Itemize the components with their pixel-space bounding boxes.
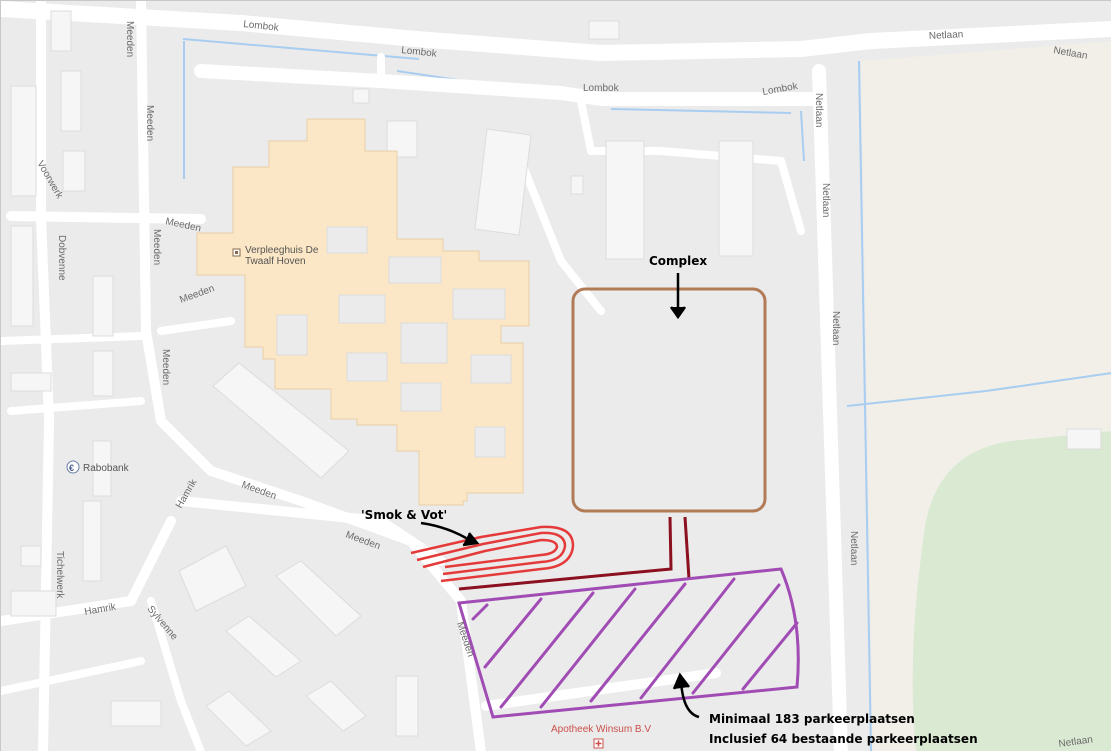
street-label-netlaan: Netlaan <box>813 93 824 127</box>
street-label-lombok: Lombok <box>243 19 281 34</box>
parking-area-hatched <box>457 567 800 719</box>
poi-label-pharmacy: Apotheek Winsum B.V <box>551 724 651 735</box>
poi-care-home[interactable]: Verpleeghuis De Twaalf Hoven <box>232 245 319 267</box>
complex-label: Complex <box>649 254 707 268</box>
complex-access-road <box>458 516 691 591</box>
street-label-netlaan: Netlaan <box>929 29 964 42</box>
poi-pharmacy[interactable]: Apotheek Winsum B.V <box>551 724 651 749</box>
street-label-dobvenne: Dobvenne <box>56 235 67 281</box>
smok-vot-drive-lane <box>410 525 575 583</box>
street-label-lombok: Lombok <box>401 45 439 60</box>
street-label-lombok: Lombok <box>583 83 620 94</box>
street-label-netlaan: Netlaan <box>830 311 841 345</box>
street-label-meeden: Meeden <box>124 21 135 57</box>
smok-vot-label: 'Smok & Vot' <box>361 508 447 522</box>
street-label-netlaan: Netlaan <box>1058 734 1094 750</box>
complex-outline <box>571 287 767 513</box>
care-home-building[interactable] <box>196 118 530 506</box>
poi-label-care-home: Twaalf Hoven <box>245 256 306 267</box>
street-label-netlaan: Netlaan <box>820 183 831 217</box>
parking-label-line2: Inclusief 64 bestaande parkeerplaatsen <box>709 732 978 746</box>
street-label-tichelwerk: Tichelwerk <box>54 551 65 599</box>
annotation-arrows <box>420 273 700 719</box>
svg-text:€: € <box>69 463 74 473</box>
poi-label-care-home: Verpleeghuis De <box>245 245 319 256</box>
poi-label-rabobank: Rabobank <box>83 463 130 474</box>
street-label-netlaan: Netlaan <box>848 531 859 565</box>
poi-rabobank[interactable]: € Rabobank <box>66 460 130 474</box>
parking-label-line1: Minimaal 183 parkeerplaatsen <box>709 712 915 726</box>
euro-icon <box>66 460 80 474</box>
street-label-meeden: Meeden <box>144 105 155 141</box>
street-label-meeden: Meeden <box>151 229 162 265</box>
street-label-meeden: Meeden <box>160 349 171 385</box>
green-area <box>912 431 1111 751</box>
buildings <box>10 10 1102 747</box>
